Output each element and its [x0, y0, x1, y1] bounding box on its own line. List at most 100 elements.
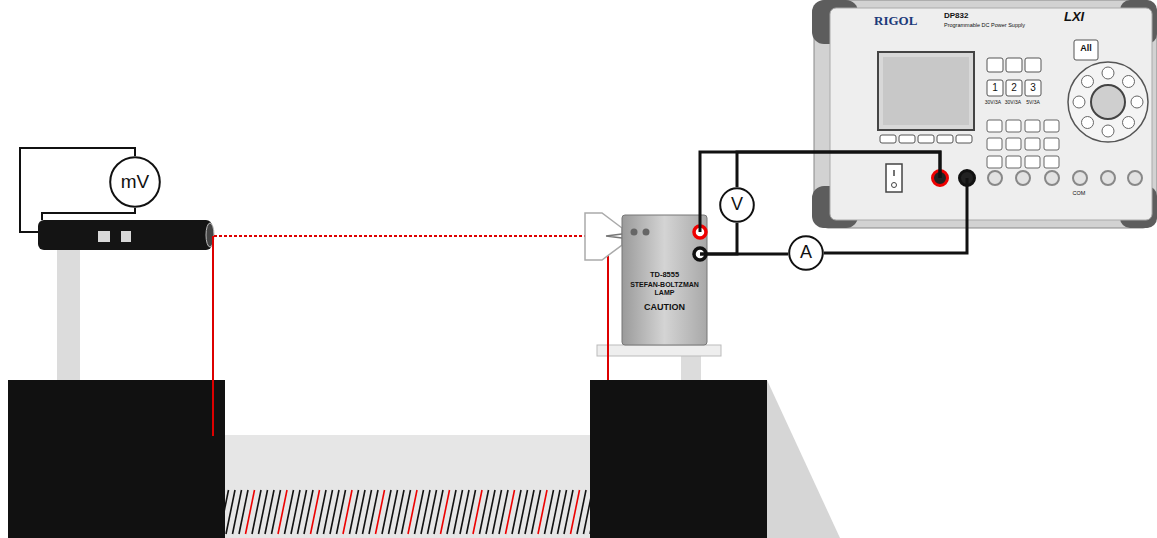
meter-symbol: mV — [121, 172, 150, 193]
button — [1006, 58, 1022, 72]
panel-label: 3 — [1025, 82, 1041, 93]
meter-lead — [42, 208, 135, 220]
nav-keys — [1073, 67, 1143, 137]
key — [1006, 156, 1021, 168]
panel-label: 1 — [987, 82, 1003, 93]
soft-key — [880, 135, 896, 143]
nav-ring — [1068, 62, 1148, 142]
output-terminal — [1101, 171, 1115, 185]
panel-label: 2 — [1006, 82, 1022, 93]
light-path — [214, 235, 606, 237]
output-terminals — [988, 171, 1142, 185]
display-screen — [883, 57, 969, 125]
panel-label: Programmable DC Power Supply — [944, 22, 1025, 28]
power-switch — [886, 164, 902, 192]
ruler-scale — [200, 490, 599, 534]
meter-ring — [110, 157, 160, 207]
knob — [1091, 85, 1125, 119]
switch-mark — [893, 170, 895, 176]
power-supply: RIGOL DP832Programmable DC Power Supply LX… — [812, 0, 1157, 228]
soft-key — [899, 135, 915, 143]
nav-key — [1081, 75, 1093, 87]
nav-key — [1102, 125, 1114, 137]
panel-label: DP832 — [944, 12, 968, 21]
key — [1025, 138, 1040, 150]
nav-key — [1102, 67, 1114, 79]
button — [1025, 58, 1041, 72]
nav-key — [1073, 96, 1085, 108]
key — [1006, 120, 1021, 132]
lamp-box: TD-8555STEFAN-BOLTZMAN LAMP CAUTION — [622, 215, 707, 345]
soft-key — [937, 135, 953, 143]
screw — [631, 229, 638, 236]
sensor-window — [98, 231, 110, 242]
meter-symbol: V — [731, 195, 743, 215]
sensor-post — [57, 240, 80, 380]
front-panel — [830, 8, 1152, 220]
panel-label: TD-8555 — [626, 271, 703, 279]
key — [1044, 138, 1059, 150]
wire — [737, 152, 940, 187]
key — [1006, 138, 1021, 150]
lamp-housing — [622, 215, 707, 345]
nav-key — [1081, 117, 1093, 129]
power-supply-case — [814, 0, 1157, 228]
output-terminal — [1128, 171, 1142, 185]
panel-label: RIGOL — [874, 14, 917, 28]
wire — [700, 223, 737, 254]
key — [1044, 156, 1059, 168]
panel-label: 30V/3A — [982, 100, 1004, 106]
soft-key — [918, 135, 934, 143]
nav-key — [1131, 96, 1143, 108]
output-terminal — [1016, 171, 1030, 185]
screw — [643, 229, 650, 236]
panel-label: COM — [1067, 190, 1091, 196]
button — [987, 58, 1003, 72]
ammeter-circle: A — [788, 235, 824, 271]
panel-label: STEFAN-BOLTZMAN LAMP — [626, 281, 703, 296]
sensor-base — [8, 380, 225, 538]
key — [1025, 156, 1040, 168]
soft-keys — [880, 135, 972, 143]
nav-key — [1123, 117, 1135, 129]
voltmeter-circle: V — [719, 187, 755, 223]
output-terminal — [1073, 171, 1087, 185]
panel-label: LXI — [1064, 10, 1084, 24]
lamp-bulb — [585, 213, 622, 260]
track-end — [767, 380, 840, 538]
lamp-post — [681, 355, 701, 380]
soft-key — [956, 135, 972, 143]
channel-button — [1006, 80, 1022, 96]
key — [987, 156, 1002, 168]
meter-ring — [789, 236, 823, 270]
thermopile-sensor — [38, 220, 212, 250]
panel-label: All — [1074, 44, 1098, 54]
output-terminal — [988, 171, 1002, 185]
meter-symbol: A — [800, 243, 812, 263]
wire — [824, 178, 967, 253]
key — [987, 138, 1002, 150]
lamp-plate — [597, 345, 721, 356]
lamp-base — [590, 380, 767, 538]
wire — [700, 152, 940, 232]
meter-ring — [720, 188, 754, 222]
sensor-window — [121, 231, 131, 242]
key — [987, 120, 1002, 132]
nav-key — [1123, 75, 1135, 87]
position-marker — [212, 236, 214, 436]
position-marker — [607, 236, 609, 380]
panel-label: 30V/3A — [1002, 100, 1024, 106]
channel-button — [1025, 80, 1041, 96]
output-terminal — [1045, 171, 1059, 185]
meter-circle: mV — [109, 156, 161, 208]
display — [878, 52, 974, 130]
panel-label: CAUTION — [626, 303, 703, 313]
panel-label: 5V/3A — [1022, 100, 1044, 106]
key — [1025, 120, 1040, 132]
key-grid — [987, 120, 1059, 168]
switch-mark — [892, 183, 897, 188]
